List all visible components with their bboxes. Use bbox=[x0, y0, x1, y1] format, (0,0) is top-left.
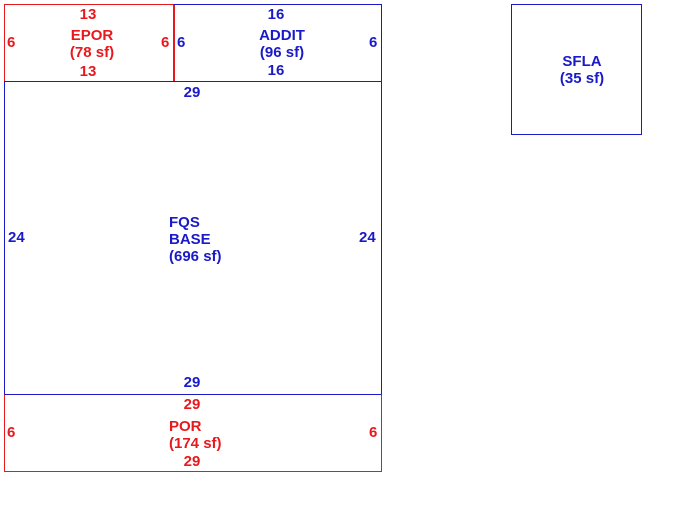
sfla-area-value: (35 sf) bbox=[559, 70, 605, 87]
base-name-line1: FQS bbox=[169, 214, 200, 231]
por-top-dimension: 29 bbox=[183, 396, 201, 413]
addit-right-dimension: 6 bbox=[369, 34, 378, 51]
por-area-value: (174 sf) bbox=[169, 435, 222, 452]
addit-top-dimension: 16 bbox=[267, 6, 285, 23]
por-left-dimension: 6 bbox=[7, 424, 16, 441]
sfla-area bbox=[511, 4, 642, 135]
epor-area-value: (78 sf) bbox=[69, 44, 115, 61]
sfla-name: SFLA bbox=[562, 53, 602, 70]
base-left-dimension: 24 bbox=[8, 229, 25, 246]
sfla-label: SFLA (35 sf) bbox=[540, 53, 624, 87]
por-bottom-dimension: 29 bbox=[183, 453, 201, 470]
base-top-dimension: 29 bbox=[183, 84, 201, 101]
por-label: POR (174 sf) bbox=[169, 418, 222, 452]
epor-label: EPOR (78 sf) bbox=[60, 27, 124, 61]
addit-label: ADDIT (96 sf) bbox=[248, 27, 316, 61]
epor-right-dimension: 6 bbox=[161, 34, 170, 51]
addit-left-dimension: 6 bbox=[177, 34, 186, 51]
por-area bbox=[4, 394, 382, 472]
base-area-value: (696 sf) bbox=[169, 248, 222, 265]
addit-name: ADDIT bbox=[259, 27, 305, 44]
epor-bottom-dimension: 13 bbox=[79, 63, 97, 80]
base-label: FQS BASE (696 sf) bbox=[169, 214, 222, 265]
addit-bottom-dimension: 16 bbox=[267, 62, 285, 79]
base-bottom-dimension: 29 bbox=[183, 374, 201, 391]
epor-left-dimension: 6 bbox=[7, 34, 16, 51]
base-name-line2: BASE bbox=[169, 231, 211, 248]
epor-name: EPOR bbox=[70, 27, 114, 44]
addit-area-value: (96 sf) bbox=[259, 44, 305, 61]
por-name: POR bbox=[169, 418, 202, 435]
por-right-dimension: 6 bbox=[369, 424, 378, 441]
base-right-dimension: 24 bbox=[359, 229, 376, 246]
epor-top-dimension: 13 bbox=[79, 6, 97, 23]
